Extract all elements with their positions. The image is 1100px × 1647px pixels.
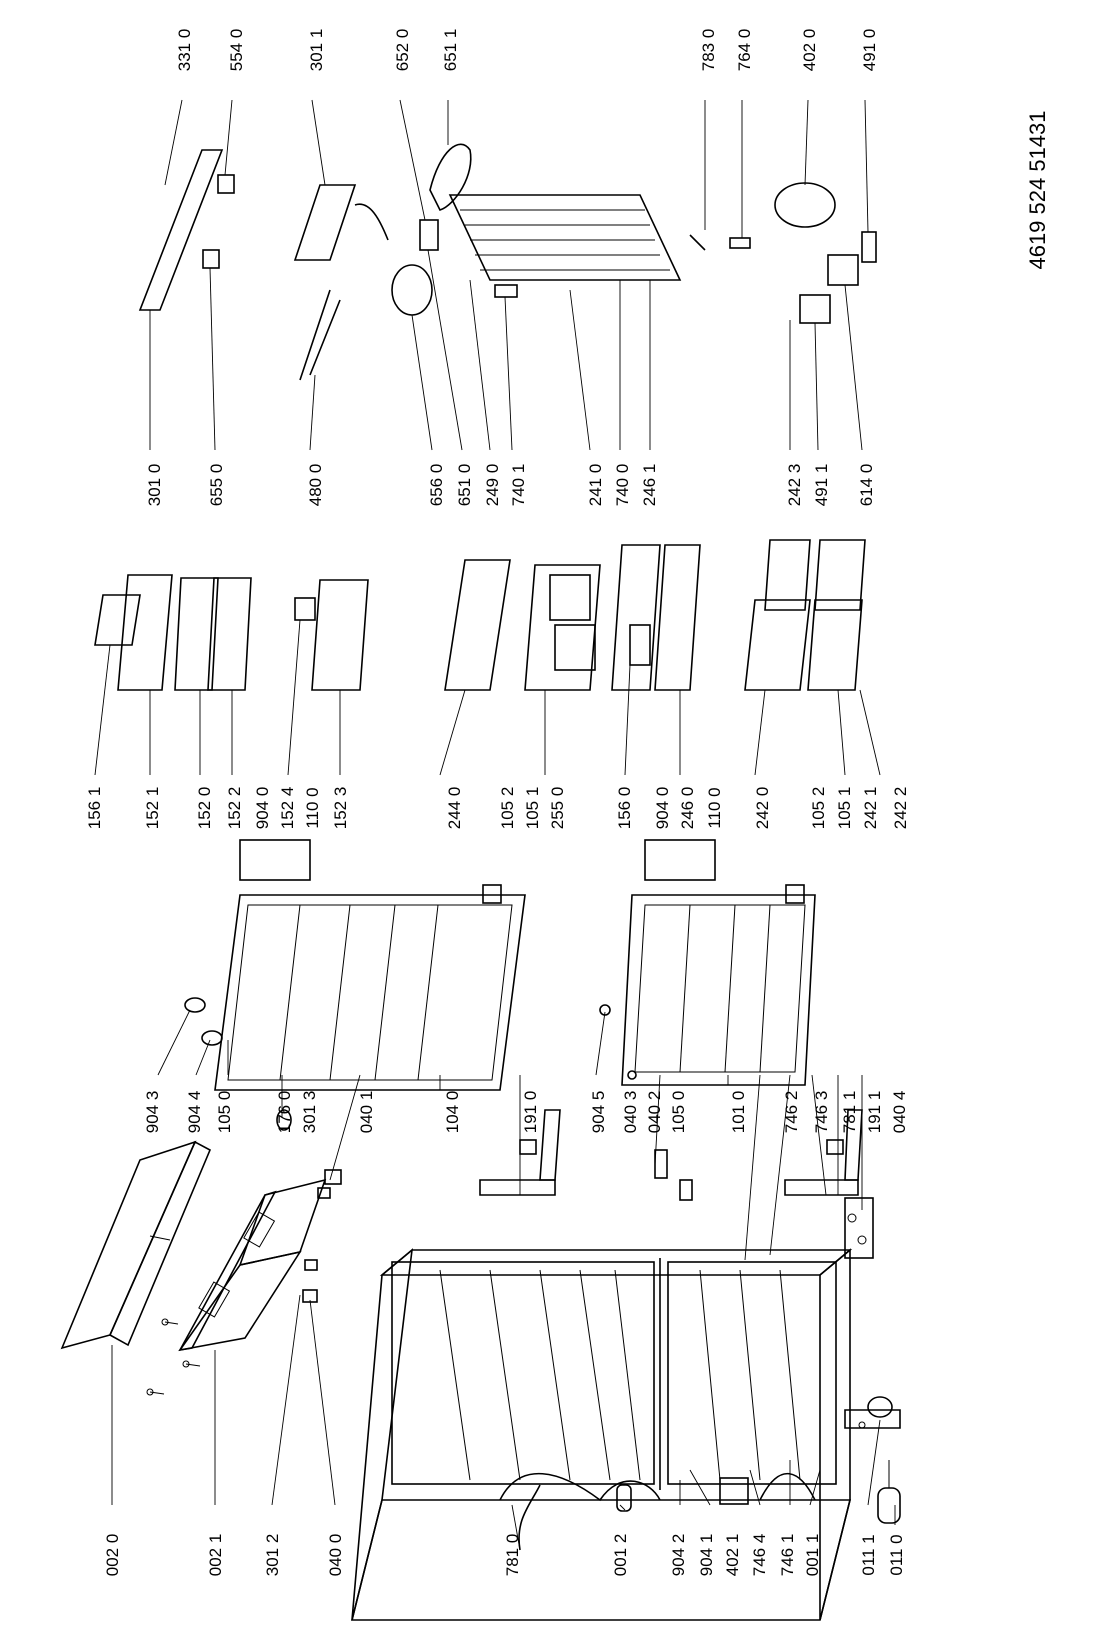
part-label: 651 0 [455,464,474,507]
part-label: 156 1 [85,787,104,830]
mechanical-section-drawing [138,143,877,381]
part-label: 301 0 [145,464,164,507]
part-label: 781 0 [503,1534,522,1577]
part-label: 105 2 [498,787,517,830]
part-label: 152 0 [195,787,214,830]
part-label: 002 1 [206,1534,225,1577]
part-label: 480 0 [306,464,325,507]
part-label: 656 0 [427,464,446,507]
part-label: 101 0 [729,1091,748,1134]
part-label: 301 1 [307,29,326,72]
part-label: 255 0 [548,787,567,830]
top-cover-drawing [60,1140,212,1350]
part-label: 002 0 [103,1534,122,1577]
top-frame-drawing [178,1178,327,1352]
part-label: 904 0 [653,787,672,830]
part-label: 152 1 [143,787,162,830]
part-label: 740 0 [613,464,632,507]
part-label: 001 2 [611,1534,630,1577]
part-label: 746 3 [812,1091,831,1134]
part-label: 491 1 [812,464,831,507]
part-label: 904 1 [697,1534,716,1577]
part-label: 242 2 [891,787,910,830]
part-label: 110 0 [705,787,724,828]
part-label: 156 0 [615,787,634,830]
freezer-door-drawing [184,894,526,1131]
part-label: 040 1 [357,1091,376,1134]
part-label: 105 1 [835,787,854,830]
fridge-door-trim-drawing [239,839,863,1196]
part-label: 152 3 [331,787,350,830]
screws-top [146,1318,201,1396]
part-label: 655 0 [207,464,226,507]
part-label: 246 0 [678,787,697,830]
part-label: 152 2 [225,787,244,830]
part-label: 011 0 [887,1534,906,1575]
part-label: 105 0 [215,1091,234,1134]
cabinet-body-drawing [350,1248,853,1621]
part-label: 191 1 [865,1091,884,1134]
part-label: 040 3 [621,1091,640,1134]
part-label: 105 2 [809,787,828,830]
part-labels: 002 0 002 1 301 2 040 0 781 0 001 2 904 … [85,29,910,1577]
part-label: 040 2 [645,1091,664,1134]
part-label: 554 0 [227,29,246,72]
shelves-drawers-drawing [444,539,866,691]
part-label: 040 0 [326,1534,345,1577]
hinge-parts-drawing [302,1149,874,1505]
part-label: 331 0 [175,29,194,72]
part-label: 491 0 [860,29,879,72]
part-label: 764 0 [735,29,754,72]
part-label: 249 0 [483,464,502,507]
part-label: 781 1 [840,1091,859,1134]
part-label: 241 0 [586,464,605,507]
part-label: 105 0 [669,1091,688,1134]
part-label: 402 1 [723,1534,742,1577]
document-number: 4619 524 51431 [1025,110,1050,269]
part-label: 904 3 [143,1091,162,1134]
part-label: 740 1 [509,464,528,507]
part-label: 904 4 [185,1091,204,1134]
leader-lines [94,99,896,1551]
part-label: 152 4 [278,787,297,830]
part-label: 242 0 [753,787,772,830]
part-label: 301 3 [300,1091,319,1134]
parts-drawings [60,143,901,1621]
part-label: 176 0 [275,1091,294,1134]
part-label: 191 0 [521,1091,540,1134]
part-label: 242 3 [785,464,804,507]
part-label: 904 2 [669,1534,688,1577]
part-label: 652 0 [393,29,412,72]
part-label: 904 0 [253,787,272,830]
fridge-door-drawing [599,894,816,1086]
part-label: 244 0 [445,787,464,830]
door-bins-drawing [94,574,369,691]
part-label: 402 0 [800,29,819,72]
part-label: 904 5 [589,1091,608,1134]
part-label: 746 2 [782,1091,801,1134]
part-label: 001 1 [803,1534,822,1577]
part-label: 614 0 [857,464,876,507]
part-label: 301 2 [263,1534,282,1577]
feet-drawing [844,1396,901,1524]
part-label: 246 1 [640,464,659,507]
part-label: 011 1 [859,1534,878,1575]
part-label: 110 0 [303,787,322,828]
part-label: 242 1 [861,787,880,830]
drain-hose-drawing [518,1484,632,1551]
part-label: 651 1 [441,29,460,72]
part-label: 746 4 [750,1534,769,1577]
part-label: 783 0 [699,29,718,72]
part-label: 040 4 [890,1091,909,1134]
part-label: 105 1 [523,787,542,830]
part-label: 746 1 [778,1534,797,1577]
part-label: 104 0 [443,1091,462,1134]
